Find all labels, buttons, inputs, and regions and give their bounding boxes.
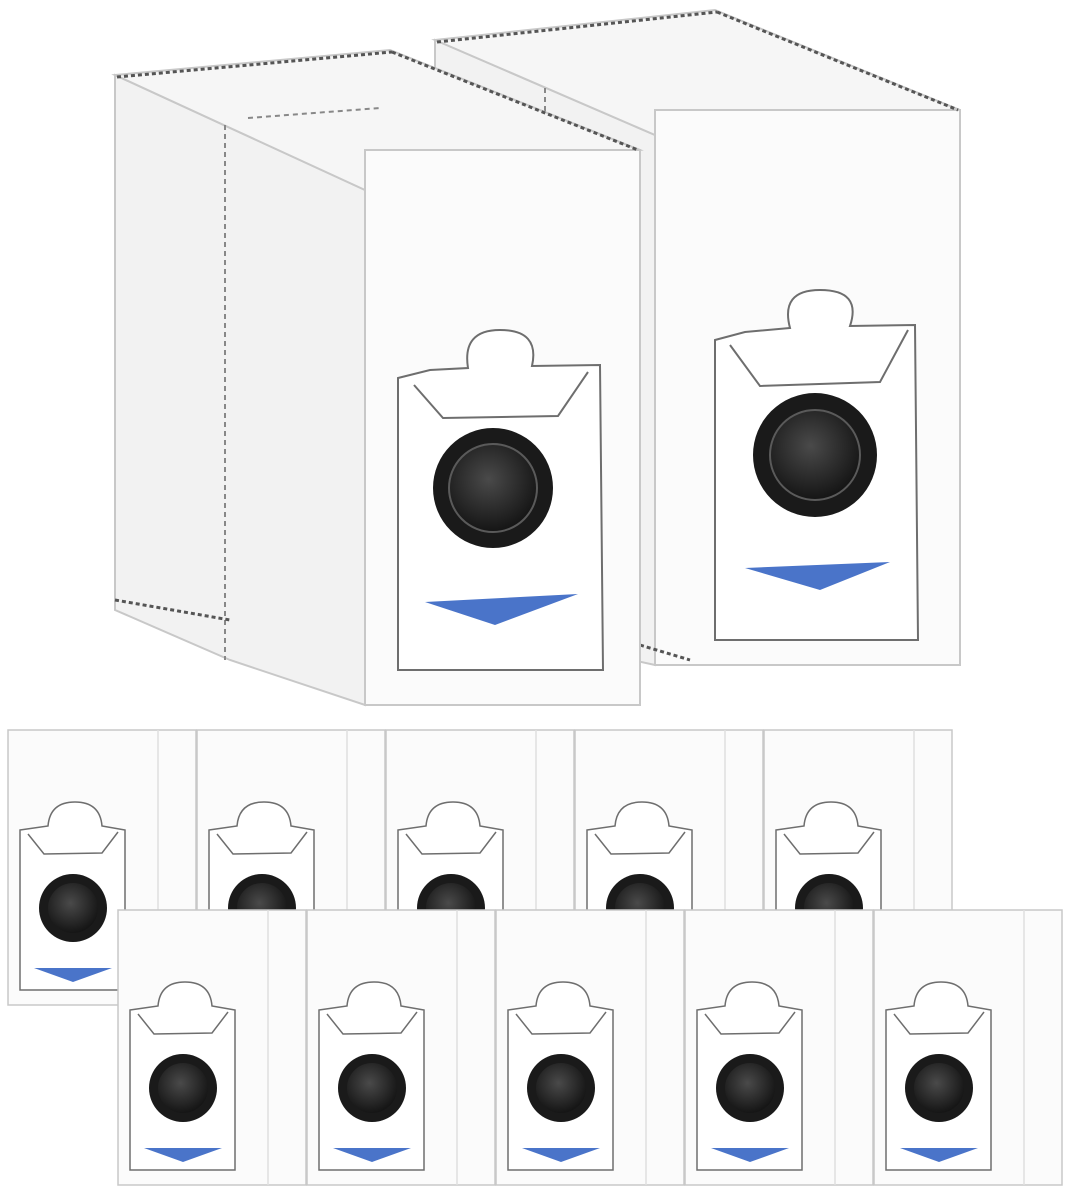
large-bag-front <box>111 48 644 707</box>
bag-card <box>397 328 605 671</box>
blue-arrow-icon <box>425 594 578 625</box>
blue-arrow-icon <box>745 562 890 590</box>
flat-bags <box>7 729 1063 1186</box>
flat-bag-front-3 <box>495 909 685 1186</box>
blue-arrow-icon <box>34 968 112 982</box>
blue-arrow-icon <box>333 1148 411 1162</box>
blue-arrow-icon <box>144 1148 222 1162</box>
blue-arrow-icon <box>711 1148 789 1162</box>
flat-bag-front-5 <box>873 909 1063 1186</box>
blue-arrow-icon <box>522 1148 600 1162</box>
bag-card <box>714 288 920 641</box>
flat-bag-back-1 <box>7 729 197 1006</box>
flat-bag-front-2 <box>306 909 496 1186</box>
blue-arrow-icon <box>900 1148 978 1162</box>
flat-bag-front-1 <box>117 909 307 1186</box>
flat-bag-front-4 <box>684 909 874 1186</box>
